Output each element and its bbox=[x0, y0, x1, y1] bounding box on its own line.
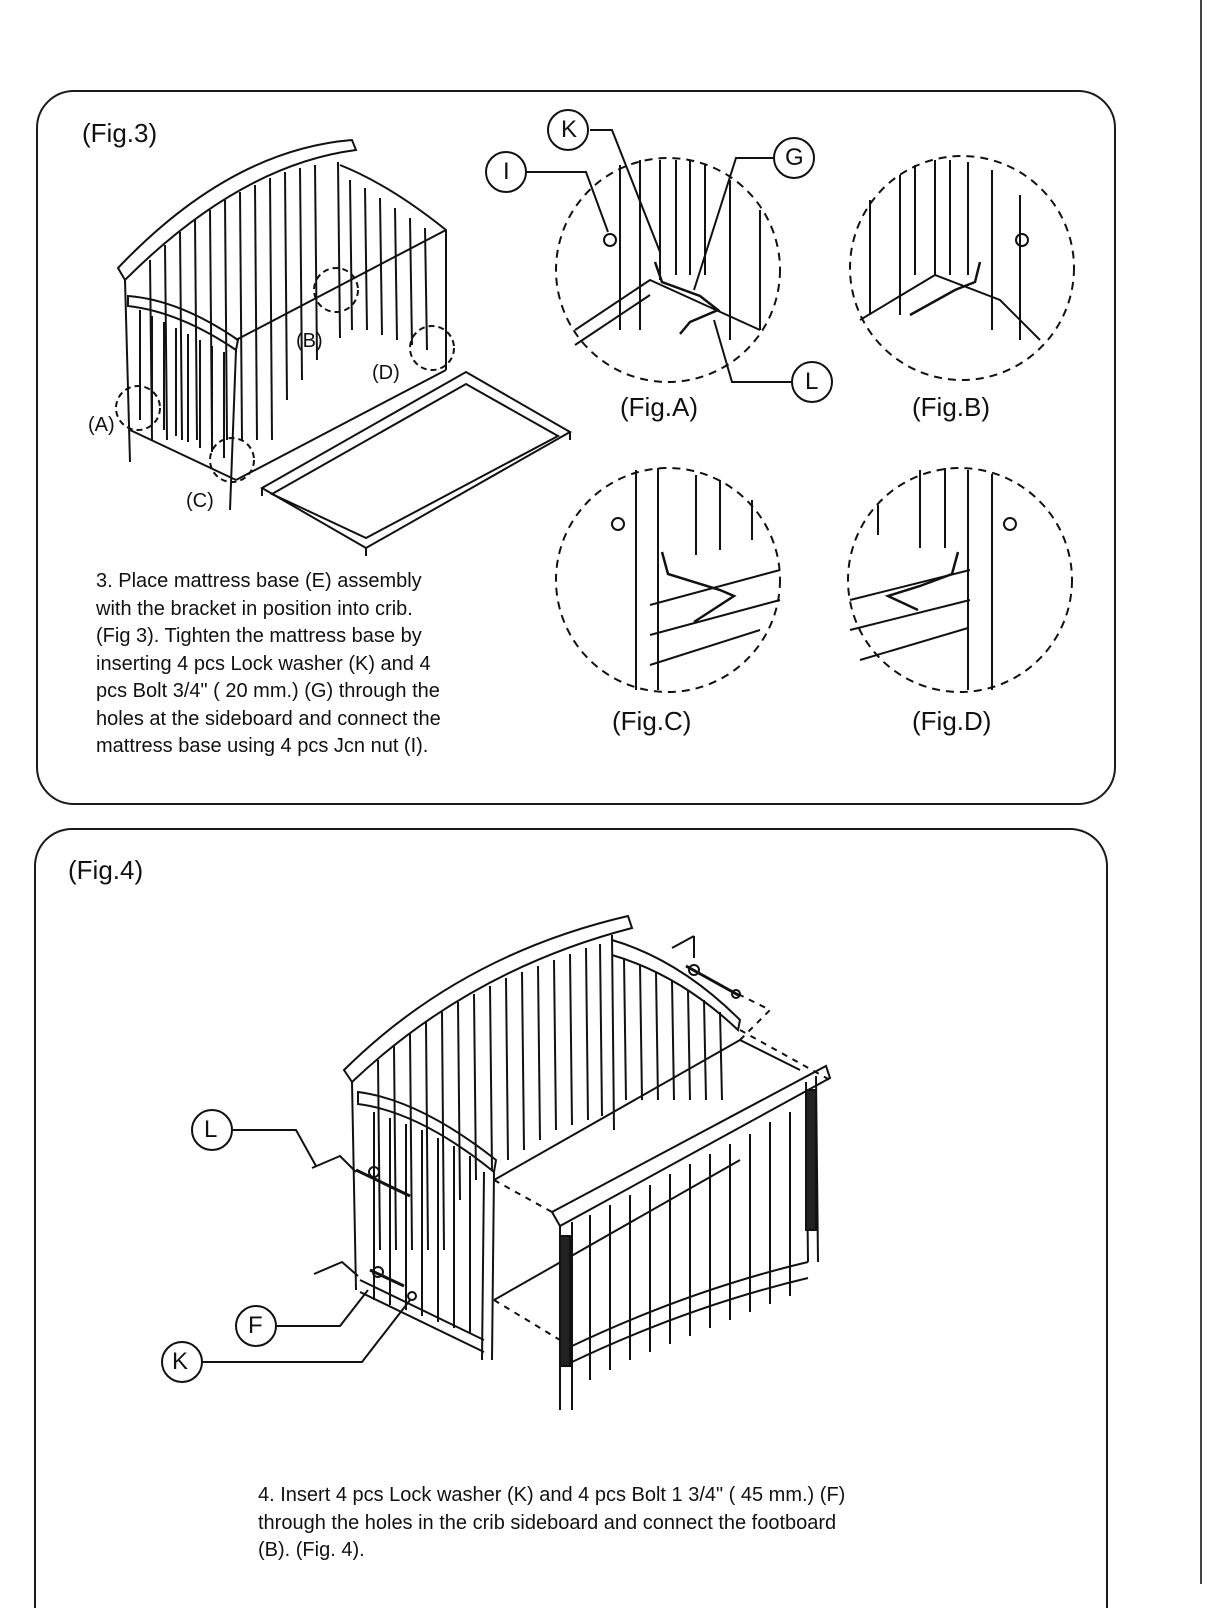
figure-4-panel bbox=[34, 828, 1108, 1608]
callout-circle-k bbox=[547, 109, 589, 151]
callout-circle-i bbox=[485, 151, 527, 193]
detail-circle-c bbox=[555, 467, 781, 693]
callout-circle-fig4-k bbox=[161, 1341, 203, 1383]
detail-circle-d bbox=[847, 467, 1073, 693]
instruction-step-4: 4. Insert 4 pcs Lock washer (K) and 4 pc… bbox=[258, 1484, 846, 1561]
location-label-d: (D) bbox=[372, 362, 400, 384]
callout-circle-fig4-l bbox=[191, 1109, 233, 1151]
figure-3-panel bbox=[36, 90, 1116, 805]
location-label-b: (B) bbox=[296, 330, 323, 352]
callout-i: I bbox=[503, 158, 510, 185]
detail-circle-b bbox=[849, 155, 1075, 381]
callout-l: L bbox=[805, 368, 819, 395]
page-edge-rule bbox=[1200, 0, 1202, 1584]
callout-fig4-f: F bbox=[248, 1312, 263, 1339]
callout-circle-g bbox=[773, 137, 815, 179]
callout-circle-fig4-f bbox=[235, 1305, 277, 1347]
callout-k: K bbox=[561, 116, 578, 143]
callout-circle-l bbox=[791, 361, 833, 403]
caption-fig-a: (Fig.A) bbox=[620, 392, 698, 422]
callout-g: G bbox=[785, 144, 804, 171]
callout-fig4-k: K bbox=[172, 1348, 189, 1375]
caption-fig-b: (Fig.B) bbox=[912, 392, 990, 422]
instruction-step-3: 3. Place mattress base (E) assembly with… bbox=[96, 570, 441, 757]
detail-circle-a bbox=[555, 157, 781, 383]
figure-4-title: (Fig.4) bbox=[68, 855, 144, 885]
location-label-a: (A) bbox=[88, 414, 115, 436]
caption-fig-c: (Fig.C) bbox=[612, 706, 692, 736]
location-label-c: (C) bbox=[186, 490, 214, 512]
figure-3-title: (Fig.3) bbox=[82, 118, 158, 148]
callout-fig4-l: L bbox=[204, 1116, 218, 1143]
caption-fig-d: (Fig.D) bbox=[912, 706, 992, 736]
